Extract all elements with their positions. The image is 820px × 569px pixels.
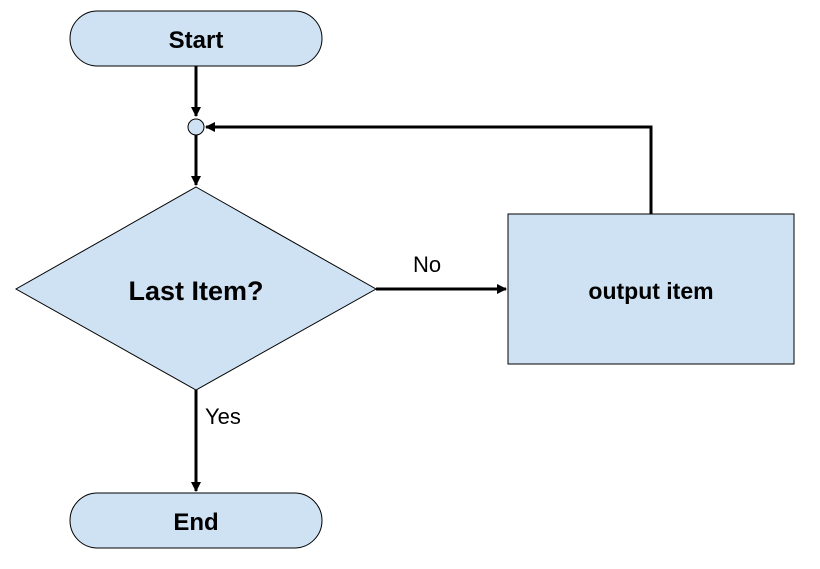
edge-yes-label: Yes bbox=[205, 404, 241, 429]
edge-process-to-junction bbox=[205, 122, 653, 214]
process-label: output item bbox=[588, 278, 713, 304]
start-label: Start bbox=[169, 27, 224, 54]
end-label: End bbox=[173, 509, 218, 536]
process-node bbox=[507, 213, 795, 365]
end-node bbox=[69, 492, 323, 549]
decision-label: Last Item? bbox=[128, 276, 263, 306]
junction-connector bbox=[187, 118, 205, 136]
edge-no-label: No bbox=[413, 252, 441, 277]
